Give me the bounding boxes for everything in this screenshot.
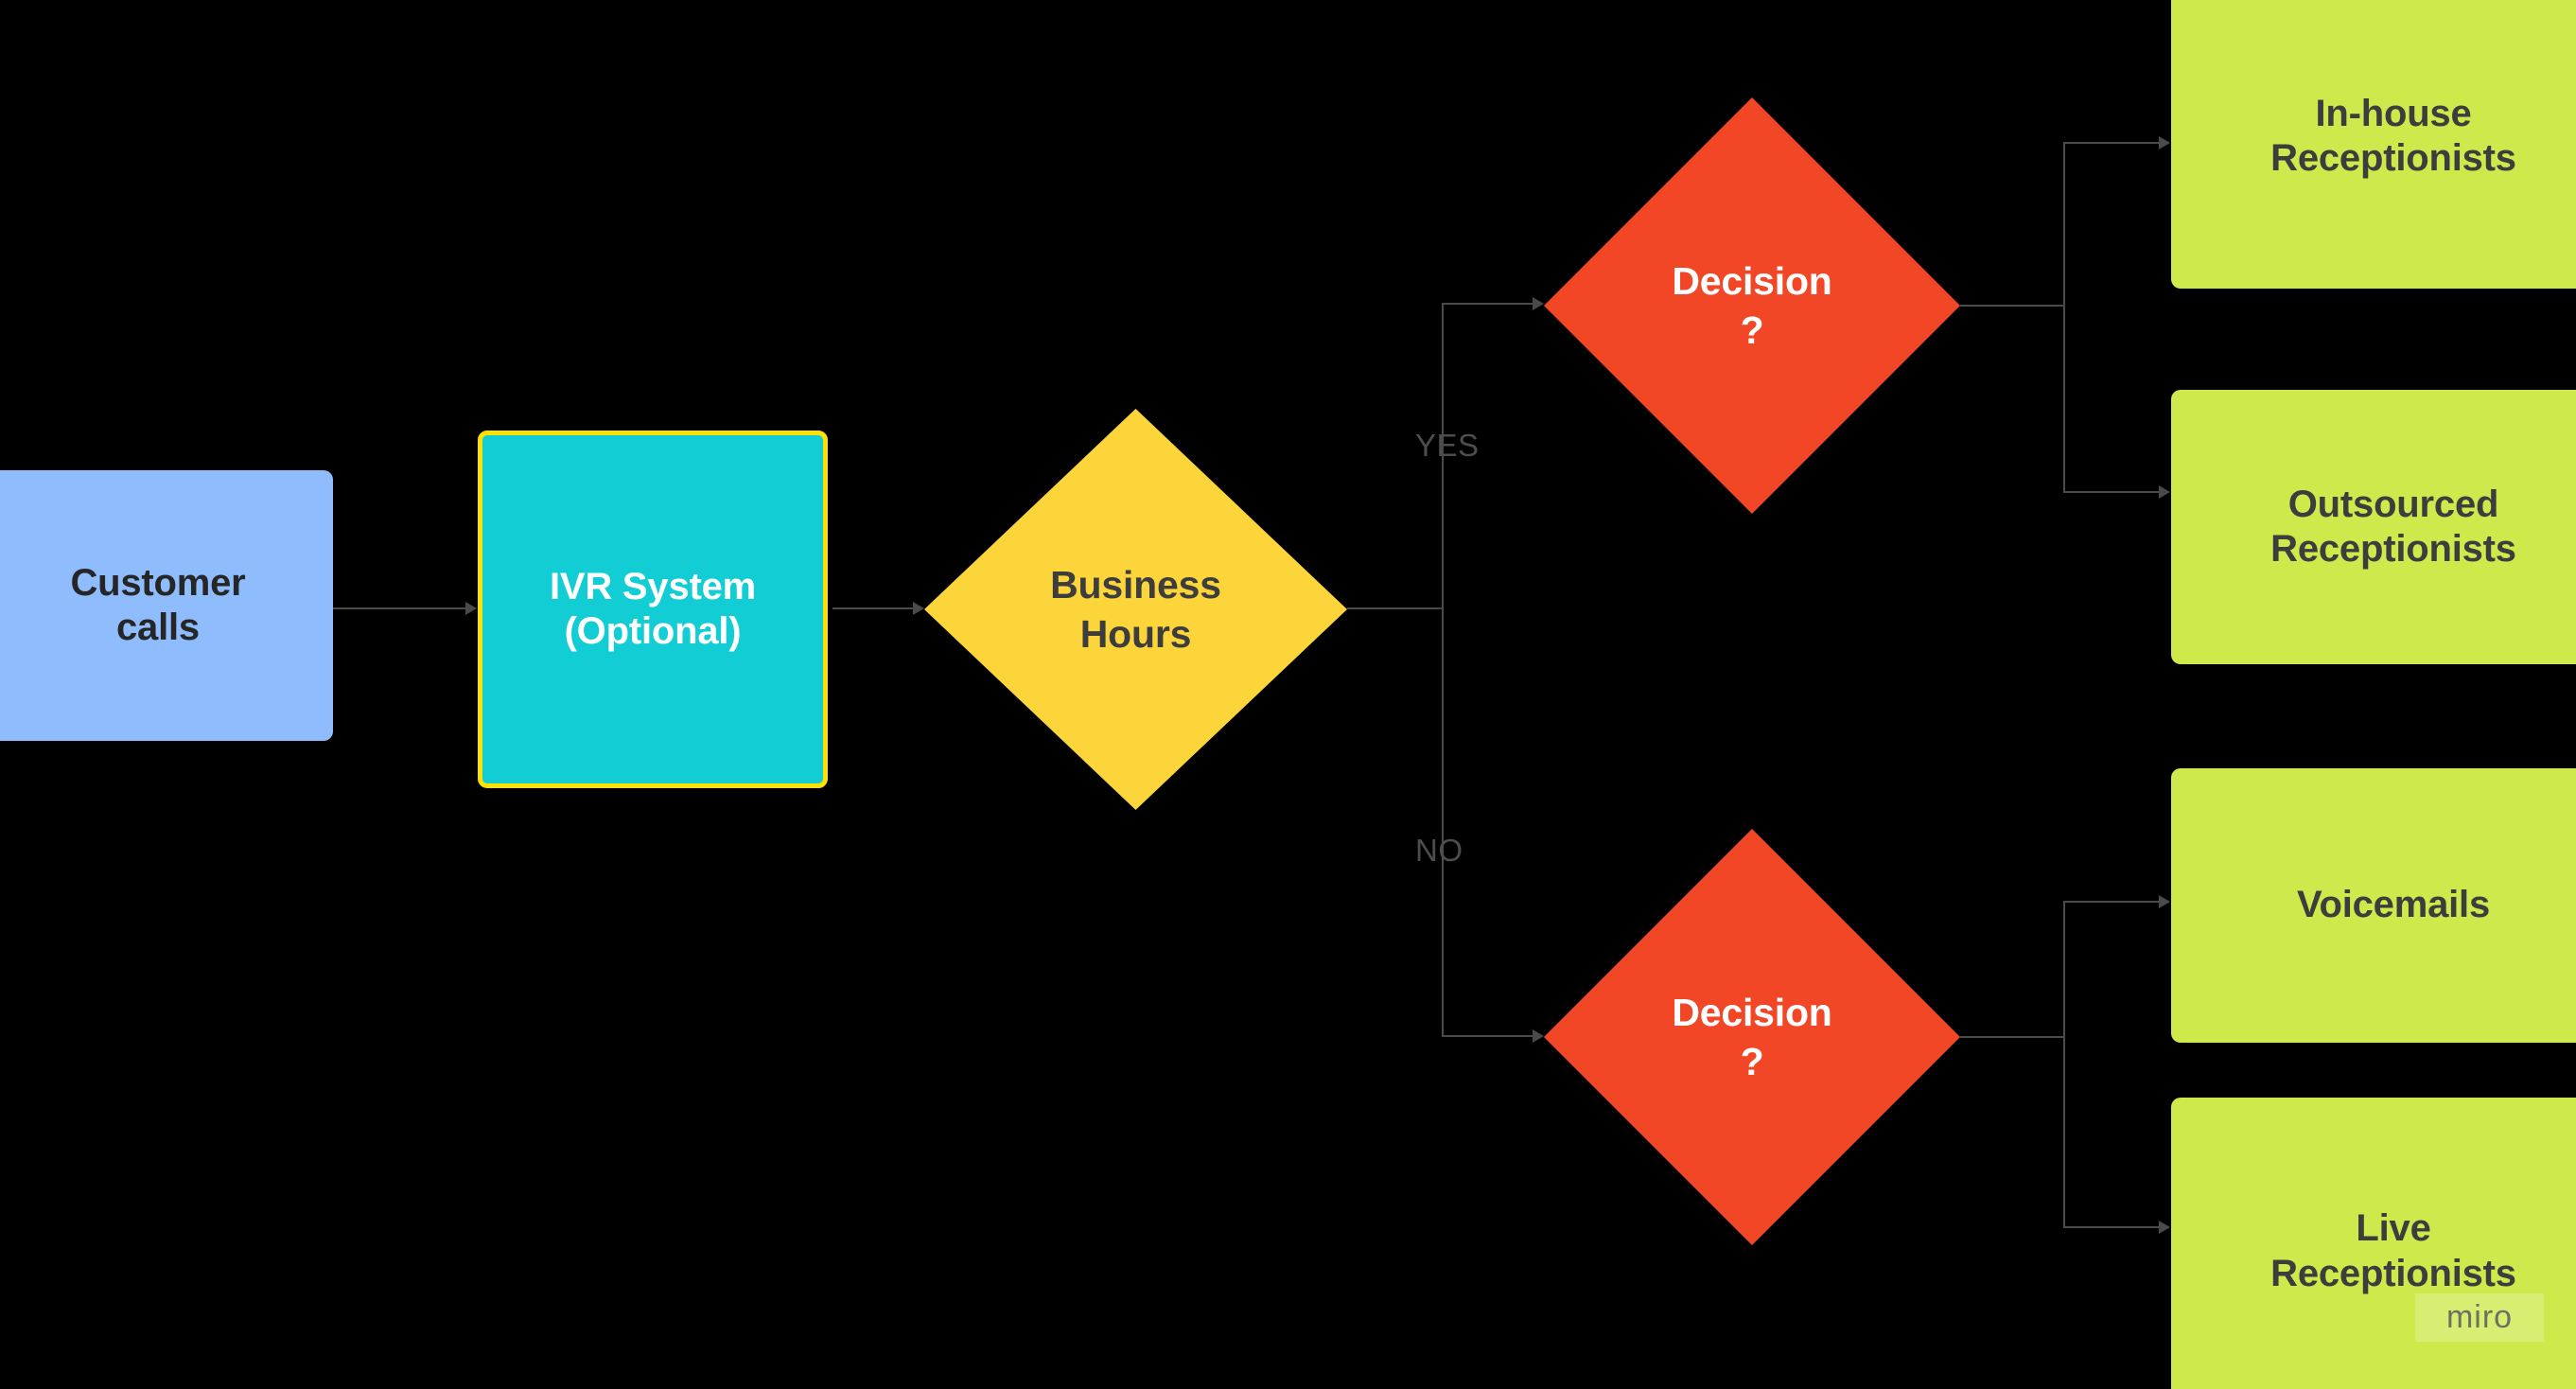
arrow-to-live [2159,1221,2170,1234]
connector-start-to-ivr [333,607,465,609]
connector-yes-to-decision-top [1442,303,1536,305]
connector-yes-branch-vertical [1442,303,1444,608]
arrow-to-in-house [2159,136,2170,149]
arrow-ivr-to-hours [913,602,924,615]
node-customer-calls[interactable]: Customer calls [0,470,333,741]
connector-to-outsourced [2063,491,2163,493]
arrow-no-to-decision-bottom [1533,1029,1544,1043]
business-hours-label: Business Hours [1050,562,1221,656]
connector-to-live [2063,1226,2163,1228]
node-ivr-system[interactable]: IVR System (Optional) [478,431,828,788]
arrow-start-to-ivr [465,602,477,615]
connector-decision-bottom-stem [1960,1036,2064,1038]
connector-decision-top-stem [1960,305,2064,307]
edge-label-yes: YES [1415,428,1480,463]
arrow-yes-to-decision-top [1533,297,1544,310]
node-live-receptionists[interactable]: Live Receptionists [2171,1098,2576,1389]
edge-label-no: NO [1415,833,1463,868]
arrow-to-voicemails [2159,895,2170,908]
node-decision-top[interactable]: Decision ? [1544,97,1960,514]
node-outsourced-receptionists[interactable]: Outsourced Receptionists [2171,390,2576,664]
connector-to-in-house [2063,142,2163,144]
connector-no-to-decision-bottom [1442,1035,1536,1037]
connector-decision-top-split [2063,142,2065,492]
connector-to-voicemails [2063,901,2163,903]
connector-no-branch-vertical [1442,607,1444,1035]
node-in-house-receptionists[interactable]: In-house Receptionists [2171,0,2576,289]
node-voicemails[interactable]: Voicemails [2171,768,2576,1043]
miro-watermark: miro [2415,1293,2544,1342]
connector-ivr-to-hours [832,607,913,609]
connector-decision-bottom-split [2063,901,2065,1228]
connector-hours-stem [1347,607,1443,609]
arrow-to-outsourced [2159,485,2170,499]
decision-top-label: Decision ? [1672,258,1832,352]
node-business-hours[interactable]: Business Hours [924,409,1347,810]
decision-bottom-label: Decision ? [1672,990,1832,1083]
node-decision-bottom[interactable]: Decision ? [1544,829,1960,1245]
